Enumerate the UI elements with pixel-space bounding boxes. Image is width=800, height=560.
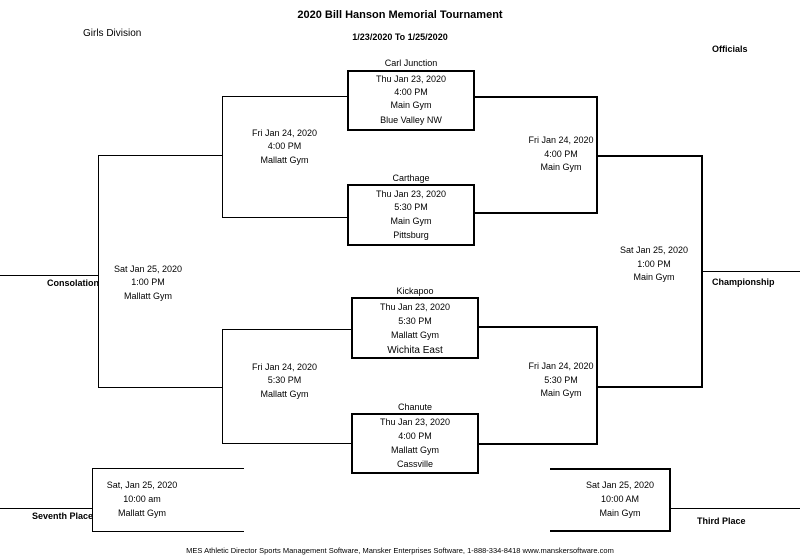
game2-bottom-team: Pittsburg [393, 230, 429, 240]
consolation-final-location: Mallatt Gym [123, 291, 172, 301]
game1-bottom-team: Blue Valley NW [380, 115, 442, 125]
consolation-semi2-time: 5:30 PM [267, 375, 302, 385]
third-place-date: Sat Jan 25, 2020 [585, 480, 655, 490]
game1-date: Thu Jan 23, 2020 [375, 74, 447, 84]
game4-time: 4:00 PM [398, 431, 432, 441]
game4-location: Mallatt Gym [390, 445, 439, 455]
consolation-semi1-date: Fri Jan 24, 2020 [251, 128, 318, 138]
third-place-location: Main Gym [599, 508, 641, 518]
consolation-final-date: Sat Jan 25, 2020 [113, 264, 183, 274]
game2-location: Main Gym [390, 216, 432, 226]
seventh-place-location: Mallatt Gym [117, 508, 166, 518]
winner-semi1-date: Fri Jan 24, 2020 [528, 135, 594, 145]
game2-date: Thu Jan 23, 2020 [375, 189, 447, 199]
consolation-semi2-date: Fri Jan 24, 2020 [251, 362, 318, 372]
championship-label: Championship [712, 277, 775, 287]
officials-label: Officials [712, 44, 748, 54]
game1-time: 4:00 PM [394, 87, 428, 97]
footer-credits: MES Athletic Director Sports Management … [186, 546, 614, 555]
game3-bottom-team: Wichita East [387, 345, 443, 356]
consolation-semi1-location: Mallatt Gym [260, 155, 309, 165]
winner-semi1-time: 4:00 PM [544, 149, 578, 159]
winner-semi2-location: Main Gym [540, 388, 582, 398]
winner-semi1-location: Main Gym [540, 162, 582, 172]
game4-bottom-team: Cassville [396, 459, 433, 469]
championship-date: Sat Jan 25, 2020 [619, 245, 689, 255]
game2-box [347, 184, 475, 246]
seventh-place-label: Seventh Place [32, 511, 94, 521]
game2-time: 5:30 PM [394, 202, 428, 212]
championship-time: 1:00 PM [637, 259, 671, 269]
seventh-place-date: Sat, Jan 25, 2020 [106, 480, 178, 490]
game3-box [351, 297, 479, 359]
game3-top-team: Kickapoo [396, 286, 434, 296]
winner-semi2-time: 5:30 PM [544, 375, 578, 385]
game2-top-team: Carthage [392, 173, 430, 183]
game1-location: Main Gym [390, 100, 432, 110]
championship-location: Main Gym [633, 272, 675, 282]
game3-time: 5:30 PM [398, 316, 432, 326]
game4-top-team: Chanute [397, 402, 433, 412]
consolation-label: Consolation [47, 278, 99, 288]
game3-location: Mallatt Gym [390, 330, 439, 340]
winner-semi2-date: Fri Jan 24, 2020 [528, 361, 594, 371]
third-place-label: Third Place [697, 516, 746, 526]
consolation-final-time: 1:00 PM [131, 277, 165, 287]
consolation-semi1-time: 4:00 PM [267, 141, 302, 151]
third-place-time: 10:00 AM [600, 494, 640, 504]
seventh-place-time: 10:00 am [123, 494, 161, 504]
division-label: Girls Division [83, 28, 142, 39]
game1-box [347, 70, 475, 131]
tournament-title: 2020 Bill Hanson Memorial Tournament [297, 9, 503, 21]
tournament-dates: 1/23/2020 To 1/25/2020 [352, 32, 448, 42]
game1-top-team: Carl Junction [384, 58, 438, 68]
game4-date: Thu Jan 23, 2020 [379, 417, 451, 427]
game3-date: Thu Jan 23, 2020 [379, 302, 451, 312]
consolation-semi2-location: Mallatt Gym [260, 389, 309, 399]
